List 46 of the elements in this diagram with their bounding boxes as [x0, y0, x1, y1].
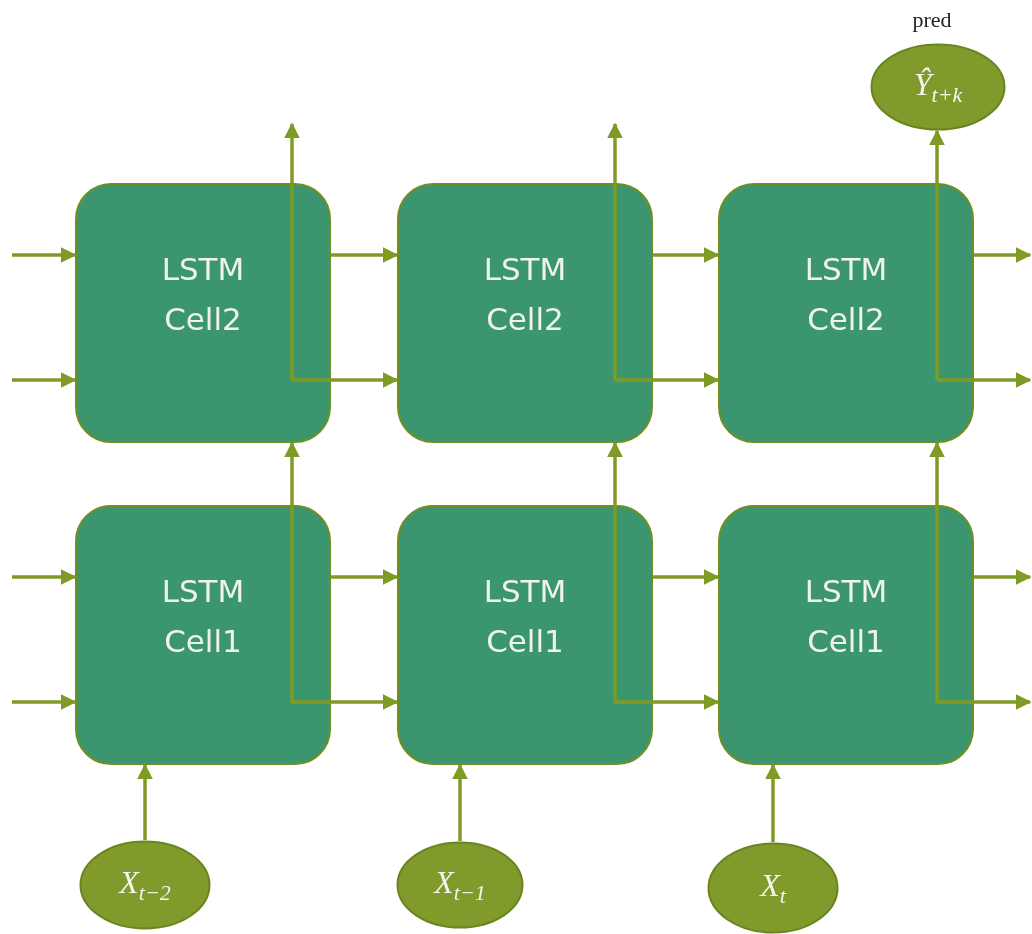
arrow	[292, 694, 399, 710]
output-caption: pred	[912, 7, 952, 33]
cell-label: LSTM Cell1	[160, 572, 246, 661]
arrow	[615, 372, 720, 388]
arrow	[12, 372, 77, 388]
variable-ellipse	[396, 841, 524, 929]
variable-label: X$_{t}$	[760, 866, 786, 910]
arrow	[937, 694, 1032, 710]
arrow	[607, 122, 623, 380]
arrow	[331, 569, 399, 585]
variable-label: X$_{t−2}$	[119, 863, 171, 907]
lstm-cell-box	[397, 183, 653, 443]
arrow	[137, 763, 153, 840]
arrow	[653, 247, 720, 263]
variable-label: Ŷ$_{t+k}$	[913, 65, 963, 109]
cell-label: LSTM Cell1	[482, 572, 568, 661]
cell-label: LSTM Cell2	[160, 250, 246, 339]
lstm-cell-box	[397, 505, 653, 765]
arrow	[615, 694, 720, 710]
lstm-cell-box	[75, 505, 331, 765]
lstm-cell-box	[718, 505, 974, 765]
arrow	[974, 569, 1032, 585]
arrow	[765, 763, 781, 842]
lstm-cell-box	[75, 183, 331, 443]
arrow	[653, 569, 720, 585]
variable-label: X$_{t−1}$	[434, 863, 486, 907]
arrow	[937, 372, 1032, 388]
arrow	[284, 441, 300, 703]
arrow	[331, 247, 399, 263]
lstm-cell-box	[718, 183, 974, 443]
arrow	[12, 569, 77, 585]
arrow	[929, 441, 945, 703]
arrow	[974, 247, 1032, 263]
arrow	[284, 122, 300, 380]
arrow	[607, 441, 623, 703]
variable-ellipse	[707, 842, 839, 934]
cell-label: LSTM Cell2	[482, 250, 568, 339]
variable-ellipse	[870, 43, 1006, 131]
cell-label: LSTM Cell1	[803, 572, 889, 661]
arrow	[929, 129, 945, 380]
variable-ellipse	[79, 840, 211, 930]
cell-label: LSTM Cell2	[803, 250, 889, 339]
arrow	[12, 247, 77, 263]
arrow	[452, 763, 468, 841]
arrow	[12, 694, 77, 710]
arrow	[292, 372, 399, 388]
